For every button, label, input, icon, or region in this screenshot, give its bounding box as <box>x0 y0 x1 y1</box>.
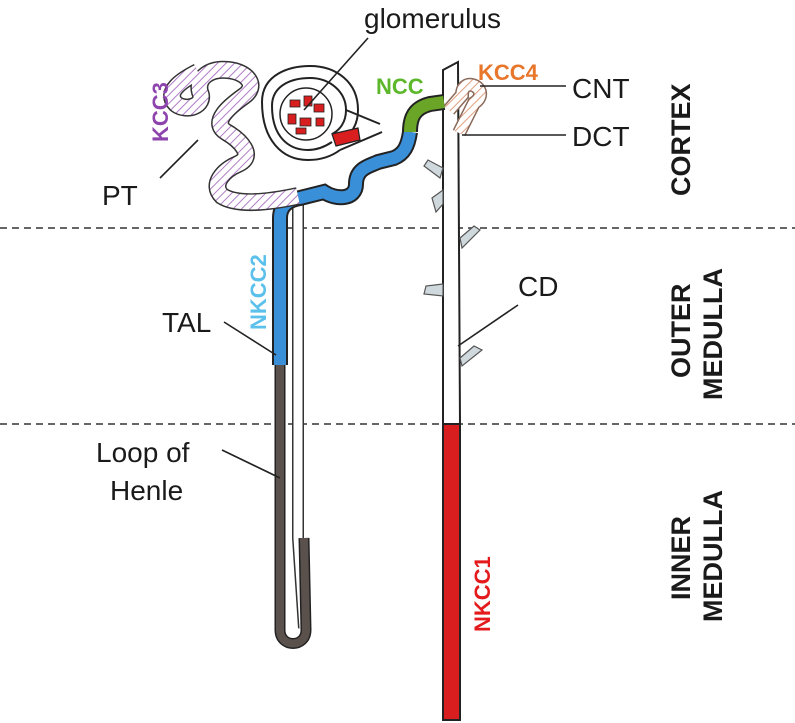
zone-outer-line1: OUTER <box>666 284 696 379</box>
proximal-tubule <box>164 62 300 210</box>
label-kcc3: KCC3 <box>148 82 173 142</box>
label-pt: PT <box>102 180 138 211</box>
zone-inner-line2: MEDULLA <box>698 490 728 622</box>
label-tal: TAL <box>162 307 211 338</box>
label-glomerulus: glomerulus <box>364 3 501 34</box>
label-kcc4: KCC4 <box>478 60 539 85</box>
label-loop-line1: Loop of <box>96 437 190 468</box>
label-nkcc2: NKCC2 <box>246 254 271 330</box>
collecting-duct <box>423 60 484 721</box>
glomerulus <box>261 64 383 162</box>
nkcc1-segment <box>442 423 461 721</box>
zone-outer-line2: MEDULLA <box>698 268 728 400</box>
zone-inner-line1: INNER <box>666 516 696 600</box>
label-loop-line2: Henle <box>110 475 183 506</box>
label-cnt: CNT <box>572 73 630 104</box>
cnt-segment <box>444 79 486 136</box>
leader-lines <box>159 37 566 479</box>
dct-segment <box>404 96 445 133</box>
label-nkcc1: NKCC1 <box>470 556 495 632</box>
label-dct: DCT <box>572 121 630 152</box>
zone-cortex: CORTEX <box>666 83 696 196</box>
loop-of-henle-thin-limb <box>276 365 311 648</box>
afferent-arteriole <box>331 127 361 147</box>
label-ncc: NCC <box>376 74 424 99</box>
label-cd: CD <box>518 271 558 302</box>
